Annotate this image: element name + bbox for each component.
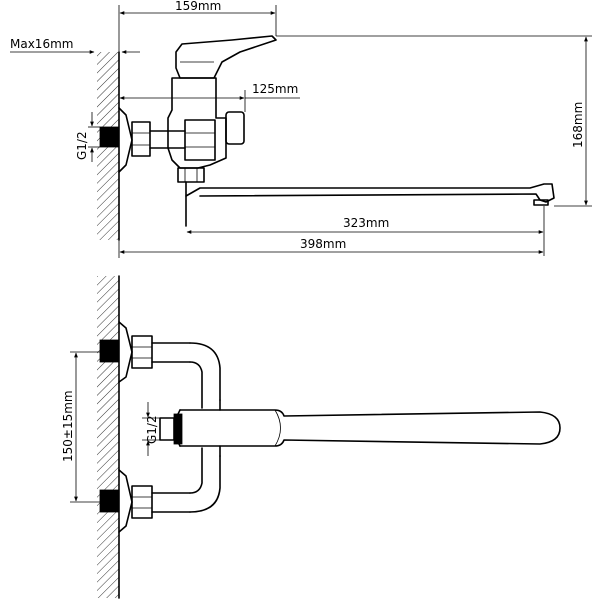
dim-398-label: 398mm xyxy=(300,237,346,251)
dim-159-label: 159mm xyxy=(175,0,221,13)
spout-plan xyxy=(179,409,561,447)
dim-max16-label: Max16mm xyxy=(10,37,73,51)
insert-upper xyxy=(99,339,120,363)
diverter-knob xyxy=(225,111,245,145)
wall-bottom xyxy=(97,276,119,598)
eccentric-nut xyxy=(131,121,151,157)
wall-flange-top xyxy=(118,107,133,173)
nut-lower xyxy=(131,485,153,519)
plan-view: G1/2 150±15mm xyxy=(61,275,561,599)
dim-168-label: 168mm xyxy=(571,102,585,148)
flange-lower xyxy=(118,469,133,533)
nut-upper xyxy=(131,335,153,369)
side-view: 159mm Max16mm 125mm 168mm G1/2 323mm 398… xyxy=(10,0,592,258)
aerator xyxy=(533,199,549,206)
u-body xyxy=(189,342,221,513)
thread-insert-top xyxy=(99,126,120,148)
dim-125-label: 125mm xyxy=(252,82,298,96)
dim-150-label: 150±15mm xyxy=(61,390,75,462)
thread-bottom-label: G1/2 xyxy=(145,415,159,444)
flange-upper xyxy=(118,321,133,383)
insert-lower xyxy=(99,489,120,513)
spout-connector xyxy=(177,167,205,183)
thread-top-label: G1/2 xyxy=(75,131,89,160)
lever-handle xyxy=(175,35,277,79)
dim-323-label: 323mm xyxy=(343,216,389,230)
spout xyxy=(185,181,555,203)
body-nut xyxy=(184,119,216,161)
center-inlet xyxy=(159,417,175,441)
mixer-body xyxy=(167,77,227,169)
